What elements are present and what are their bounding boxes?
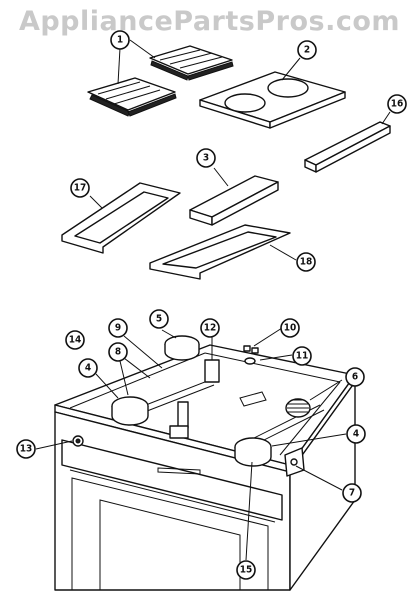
callout-label: 2 bbox=[304, 45, 310, 56]
callout-18: 18 bbox=[296, 252, 316, 272]
callout-9: 9 bbox=[108, 318, 128, 338]
callout-17: 17 bbox=[70, 178, 90, 198]
filler-panel-part bbox=[189, 175, 279, 226]
bracket-part bbox=[284, 447, 305, 477]
callout-15: 15 bbox=[236, 560, 256, 580]
callout-label: 1 bbox=[117, 35, 123, 46]
callout-label: 10 bbox=[284, 323, 297, 334]
callout-label: 16 bbox=[391, 99, 404, 110]
callout-label: 9 bbox=[115, 323, 121, 334]
callout-label: 18 bbox=[300, 257, 313, 268]
range-chassis bbox=[54, 344, 356, 591]
site-watermark: AppliancePartsPros.com bbox=[18, 6, 401, 37]
callout-16: 16 bbox=[387, 94, 407, 114]
callout-2: 2 bbox=[297, 40, 317, 60]
callout-13: 13 bbox=[16, 439, 36, 459]
burner-front-right bbox=[234, 437, 272, 467]
callout-label: 4 bbox=[353, 429, 359, 440]
callout-8: 8 bbox=[108, 342, 128, 362]
callout-4a: 4 bbox=[78, 358, 98, 378]
left-frame-part bbox=[61, 182, 181, 254]
burner-head-6 bbox=[285, 398, 311, 418]
callout-6: 6 bbox=[345, 367, 365, 387]
callout-label: 6 bbox=[352, 372, 358, 383]
callout-label: 12 bbox=[204, 323, 217, 334]
callout-label: 3 bbox=[203, 153, 209, 164]
callout-4b: 4 bbox=[346, 424, 366, 444]
callout-5: 5 bbox=[149, 309, 169, 329]
callout-label: 17 bbox=[74, 183, 87, 194]
callout-10: 10 bbox=[280, 318, 300, 338]
callout-14: 14 bbox=[65, 330, 85, 350]
callout-1: 1 bbox=[110, 30, 130, 50]
callout-label: 14 bbox=[69, 335, 82, 346]
callout-label: 5 bbox=[156, 314, 162, 325]
callout-3: 3 bbox=[196, 148, 216, 168]
callout-7: 7 bbox=[342, 483, 362, 503]
leader-lines bbox=[35, 39, 391, 561]
callout-12: 12 bbox=[200, 318, 220, 338]
callout-label: 7 bbox=[349, 488, 355, 499]
cooktop-plate-part bbox=[199, 71, 346, 129]
rear-trim-part bbox=[304, 121, 391, 173]
knob-part bbox=[72, 435, 84, 447]
small-clip-parts bbox=[243, 345, 259, 365]
grate-part bbox=[87, 45, 234, 117]
callout-label: 11 bbox=[296, 351, 309, 362]
callout-11: 11 bbox=[292, 346, 312, 366]
callout-label: 13 bbox=[20, 444, 33, 455]
right-frame-part bbox=[149, 224, 291, 280]
burner-rear-center bbox=[164, 335, 200, 361]
burner-left bbox=[111, 396, 149, 426]
callout-label: 4 bbox=[85, 363, 91, 374]
callout-label: 15 bbox=[240, 565, 253, 576]
callout-label: 8 bbox=[115, 347, 121, 358]
